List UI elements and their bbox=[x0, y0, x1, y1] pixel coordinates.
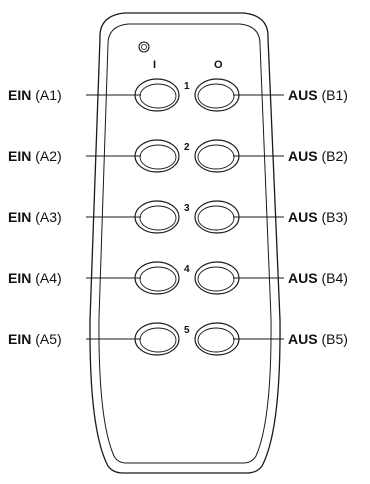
off-button-1[interactable] bbox=[194, 78, 240, 112]
on-label-code: (A3) bbox=[31, 209, 62, 225]
off-button-2[interactable] bbox=[194, 139, 240, 173]
led-indicator bbox=[138, 41, 150, 53]
off-label: AUS (B4) bbox=[288, 270, 348, 286]
off-label: AUS (B2) bbox=[288, 148, 348, 164]
on-label: EIN (A4) bbox=[8, 270, 62, 286]
button-row: 2 bbox=[86, 139, 284, 173]
off-label-word: AUS bbox=[288, 331, 318, 347]
on-label-code: (A5) bbox=[31, 331, 62, 347]
on-button-4[interactable] bbox=[134, 261, 180, 295]
on-label-word: EIN bbox=[8, 331, 32, 347]
on-label: EIN (A3) bbox=[8, 209, 62, 225]
on-label: EIN (A2) bbox=[8, 148, 62, 164]
off-button-5[interactable] bbox=[194, 322, 240, 356]
off-label-word: AUS bbox=[288, 209, 318, 225]
button-rows: 1 2 3 4 5 bbox=[86, 78, 284, 356]
off-label-word: AUS bbox=[288, 87, 318, 103]
off-label: AUS (B3) bbox=[288, 209, 348, 225]
off-button-4[interactable] bbox=[194, 261, 240, 295]
on-label-word: EIN bbox=[8, 87, 32, 103]
on-label-word: EIN bbox=[8, 270, 32, 286]
off-label-code: (B2) bbox=[317, 148, 348, 164]
on-label-code: (A1) bbox=[31, 87, 62, 103]
off-label-code: (B3) bbox=[317, 209, 348, 225]
channel-number: 5 bbox=[184, 325, 190, 336]
on-label-code: (A2) bbox=[31, 148, 62, 164]
off-label: AUS (B5) bbox=[288, 331, 348, 347]
button-row: 5 bbox=[86, 322, 284, 356]
channel-number: 3 bbox=[184, 203, 190, 214]
button-row: 3 bbox=[86, 200, 284, 234]
channel-number: 1 bbox=[184, 81, 190, 92]
on-button-1[interactable] bbox=[134, 78, 180, 112]
button-row: 4 bbox=[86, 261, 284, 295]
on-label: EIN (A1) bbox=[8, 87, 62, 103]
off-label-word: AUS bbox=[288, 270, 318, 286]
on-label-word: EIN bbox=[8, 148, 32, 164]
channel-number: 2 bbox=[184, 142, 190, 153]
on-button-3[interactable] bbox=[134, 200, 180, 234]
on-label: EIN (A5) bbox=[8, 331, 62, 347]
on-label-code: (A4) bbox=[31, 270, 62, 286]
off-label: AUS (B1) bbox=[288, 87, 348, 103]
column-label-off: O bbox=[214, 59, 223, 71]
button-row: 1 bbox=[86, 78, 284, 112]
off-label-code: (B5) bbox=[317, 331, 348, 347]
off-label-code: (B1) bbox=[317, 87, 348, 103]
remote-body-inner bbox=[98, 23, 272, 464]
on-label-word: EIN bbox=[8, 209, 32, 225]
remote-body-outer bbox=[89, 12, 281, 474]
on-button-5[interactable] bbox=[134, 322, 180, 356]
off-button-3[interactable] bbox=[194, 200, 240, 234]
channel-number: 4 bbox=[184, 264, 190, 275]
off-label-word: AUS bbox=[288, 148, 318, 164]
off-label-code: (B4) bbox=[317, 270, 348, 286]
on-button-2[interactable] bbox=[134, 139, 180, 173]
column-label-on: I bbox=[153, 59, 156, 71]
